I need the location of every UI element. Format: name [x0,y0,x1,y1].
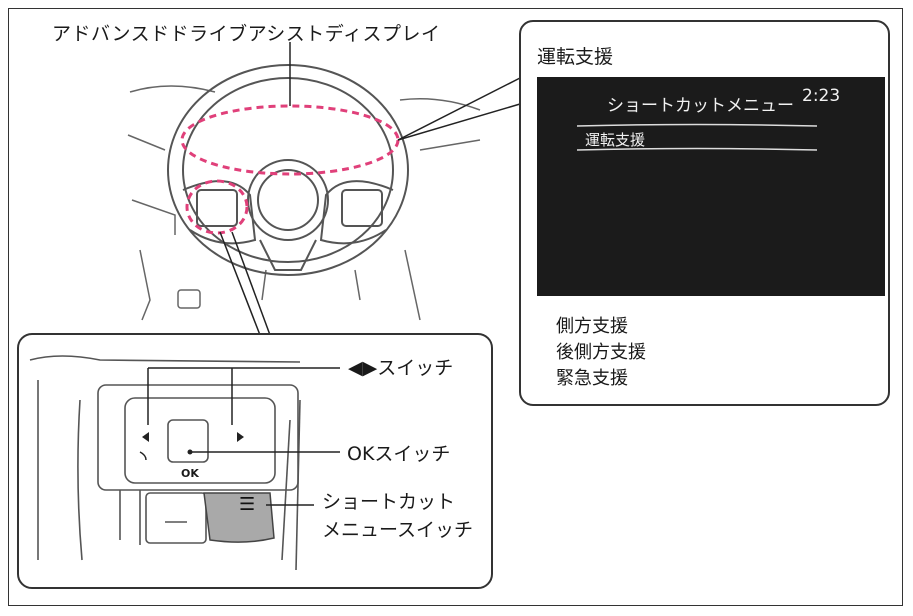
callout-title: 運転支援 [537,46,614,68]
ok-switch-label: OKスイッチ [347,443,451,465]
screen-selected-item: 運転支援 [585,131,646,149]
ok-button-text: OK [181,467,199,480]
diagram-frame [8,8,903,606]
leader-lines [219,42,521,336]
switch-leader-lines [147,367,340,506]
screen-menu-title: ショートカットメニュー [607,96,794,116]
return-icon [139,451,147,461]
list-item: 緊急支援 [556,368,628,389]
shortcut-switch-label-line2: メニュースイッチ [322,519,474,541]
arrow-switch-label: ◀▶スイッチ [348,357,454,379]
list-menu-icon: ☰ [239,494,256,515]
list-item: 後側方支援 [556,342,646,363]
shortcut-menu-button [203,492,275,543]
dashboard-lines [127,85,481,321]
list-item: 側方支援 [556,316,628,337]
display-label: アドバンスドドライブアシストディスプレイ [52,23,441,45]
display-screen [537,77,885,296]
shortcut-switch-label-line1: ショートカット [322,491,456,513]
switch-panel [29,355,301,571]
right-arrow-icon [237,432,244,442]
left-arrow-icon [142,432,149,442]
screen-lines [576,123,818,151]
screen-time: 2:23 [802,86,841,106]
steering-wheel [167,64,409,276]
